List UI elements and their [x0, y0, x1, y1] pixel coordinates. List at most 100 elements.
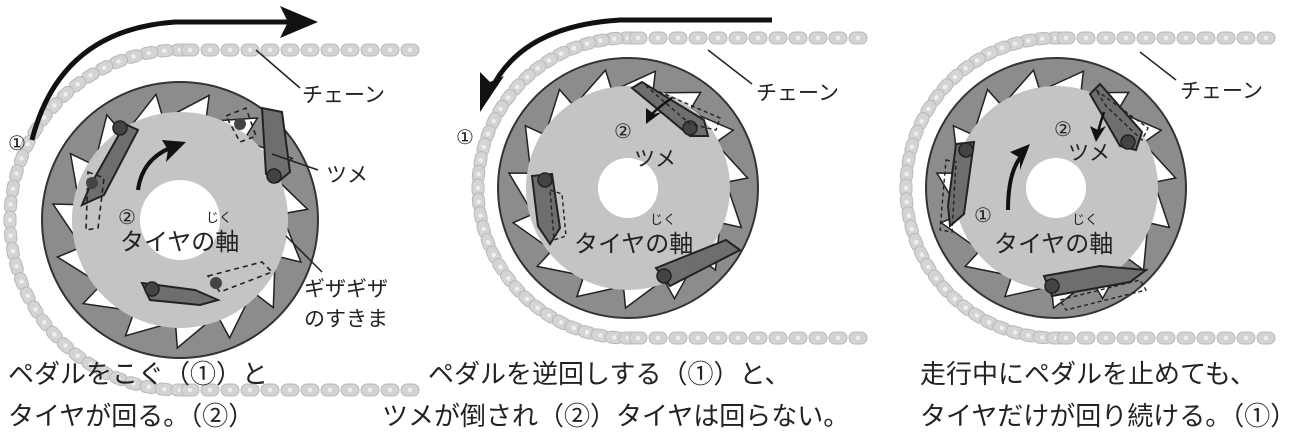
panel-2: ① ② ツメ チェーン じく タイヤの軸: [456, 17, 868, 345]
chain-pin: [307, 47, 313, 53]
chain-pin: [485, 240, 491, 245]
chain-pin: [952, 296, 958, 302]
chain-pin: [14, 171, 19, 176]
chain-pin: [387, 387, 393, 393]
pawl-panel-3-b: [946, 140, 976, 229]
chain-pin: [10, 249, 16, 254]
chain-pin: [187, 47, 193, 53]
chain-pin: [635, 35, 641, 41]
chain-pin: [506, 95, 511, 100]
chain-pin: [942, 84, 948, 90]
chain-pin: [1012, 41, 1018, 46]
axle-label-panel-1: タイヤの軸: [120, 228, 239, 256]
pawl-ghost-panel-3-a: [1095, 89, 1149, 142]
chain-pin: [655, 335, 661, 341]
caption-panel-2-line1: ペダルを逆回しする（①）と、: [428, 360, 791, 390]
chain-pin: [999, 325, 1004, 331]
chain-pin: [1203, 35, 1209, 41]
chain-pin: [75, 353, 80, 358]
panel-3: ② ツメ チェーン ① じく タイヤの軸: [899, 31, 1276, 345]
chain-pin: [75, 82, 80, 87]
circled-1-panel-3: ①: [974, 203, 992, 227]
chain-pin: [815, 35, 821, 41]
chain-pin: [952, 74, 958, 80]
chain-pin: [546, 313, 552, 318]
chain-pin: [795, 35, 801, 41]
chain-pin: [498, 264, 503, 270]
pawl-leader-panel-1: [271, 153, 319, 171]
chain-pin: [10, 186, 16, 191]
chain-pin: [367, 387, 373, 393]
axle-ruby-panel-3: じく: [1072, 213, 1098, 228]
caption-panel-1-line2: タイヤが回る。（②）: [8, 402, 255, 432]
pawl-ghost-pivot-panel-1-a: [234, 118, 246, 130]
axle-ruby-panel-1: じく: [206, 211, 232, 226]
chain-pin: [535, 305, 540, 310]
chain-pin: [25, 142, 30, 147]
chain-pin: [999, 45, 1004, 51]
chain-pin: [1183, 335, 1189, 341]
chain-pin: [942, 286, 948, 292]
pawl-ghost-panel-2-a: [645, 85, 721, 131]
chain-pin: [42, 115, 47, 120]
pawl-ghost-panel-3-c: [1058, 279, 1148, 311]
chain-leader-panel-1: [255, 49, 301, 89]
chain-pin: [1163, 35, 1169, 41]
chain-pin: [63, 343, 68, 348]
chain-pin: [913, 240, 919, 245]
chain-pin: [934, 276, 939, 281]
chain-pin: [735, 35, 741, 41]
chain-pin: [367, 47, 373, 53]
chain-pin: [207, 47, 213, 53]
axle-label-panel-2: タイヤの軸: [574, 230, 693, 258]
chain-pin: [906, 158, 911, 163]
chain-pin: [1183, 35, 1189, 41]
chain-pin: [1203, 335, 1209, 341]
pawl-panel-1-c: [140, 281, 221, 307]
chain-pin: [481, 144, 486, 150]
pawl-panel-2-c: [654, 238, 742, 288]
chain-pin: [1163, 335, 1169, 341]
chain-pin: [162, 387, 167, 392]
gap-leader-panel-1: [285, 235, 323, 273]
chain-pin: [116, 376, 121, 381]
chain-pin: [52, 103, 57, 108]
chain-pin: [347, 47, 353, 53]
chain-pin: [695, 335, 701, 341]
chain-pin: [514, 286, 520, 292]
chain-pin: [675, 35, 681, 41]
chain-pin: [227, 387, 233, 393]
chain-pin: [855, 335, 861, 341]
chain-pin: [919, 252, 924, 258]
pawl-label-panel-3: ツメ: [1068, 141, 1110, 165]
chain-pin: [1103, 335, 1109, 341]
chain-pin: [715, 335, 721, 341]
gap-label-line2: のすきま: [304, 307, 388, 331]
chain-pin: [775, 35, 781, 41]
chain-panel-1: [3, 43, 420, 397]
chain-pin: [974, 58, 980, 63]
chain-pin: [755, 35, 761, 41]
chain-pin: [571, 325, 576, 331]
rotation-arrow-panel-1: [136, 146, 171, 191]
chain-pin: [131, 381, 136, 386]
chain-pin: [775, 335, 781, 341]
chain-pin: [116, 59, 121, 64]
pawl-ghost-panel-3-b: [939, 159, 957, 233]
chain-pin: [514, 84, 520, 90]
pawl-ghost-panel-2-b: [549, 189, 567, 241]
gap-label-line1: ギザギザ: [304, 277, 388, 301]
pawl-ghost-panel-1-c: [206, 261, 274, 293]
chain-pin: [584, 41, 590, 46]
chain-pin: [491, 252, 496, 258]
chain-pin: [909, 226, 914, 232]
chain-pin: [1243, 335, 1249, 341]
chain-pin: [974, 313, 980, 318]
pedal-arrow-panel-2: [487, 17, 772, 94]
chain-pin: [485, 131, 491, 136]
chain-pin: [14, 264, 19, 269]
chain-pin: [903, 185, 909, 191]
pawl-panel-1-b: [260, 106, 292, 184]
chain-pin: [815, 335, 821, 341]
chain-pin: [88, 73, 93, 78]
